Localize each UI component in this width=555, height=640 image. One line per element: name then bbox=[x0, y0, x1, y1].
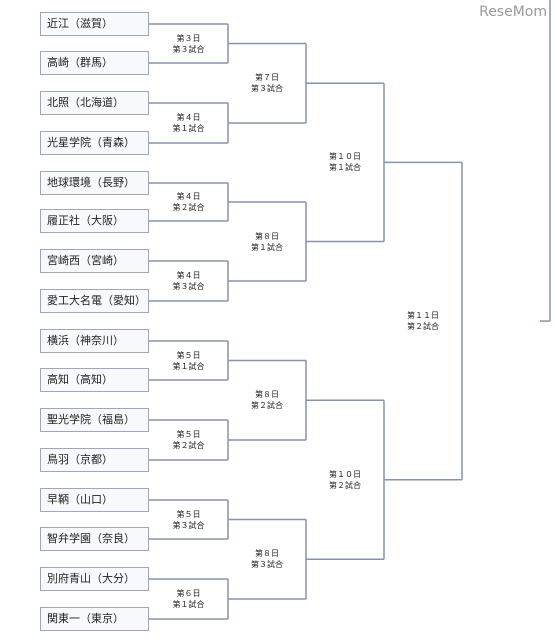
game-day: 第１０日 bbox=[329, 152, 361, 162]
team-box: 愛工大名電（愛知） bbox=[40, 289, 149, 313]
game-day: 第４日 bbox=[176, 192, 201, 201]
team-box: 光星学院（青森） bbox=[40, 131, 149, 155]
game-number: 第１試合 bbox=[329, 163, 361, 173]
game-label: 第４日第２試合 bbox=[161, 191, 217, 213]
game-day: 第４日 bbox=[176, 271, 201, 280]
game-day: 第８日 bbox=[255, 390, 279, 400]
game-number: 第２試合 bbox=[251, 401, 283, 411]
team-box: 鳥羽（京都） bbox=[40, 448, 149, 472]
game-number: 第３試合 bbox=[251, 560, 283, 570]
game-label: 第８日第３試合 bbox=[239, 548, 295, 570]
game-day: 第６日 bbox=[176, 589, 201, 598]
team-box: 宮崎西（宮崎） bbox=[40, 249, 149, 273]
team-box: 関東一（東京） bbox=[40, 607, 149, 631]
team-box: 横浜（神奈川） bbox=[40, 329, 149, 353]
game-number: 第１試合 bbox=[172, 124, 205, 133]
game-label: 第１０日第２試合 bbox=[317, 469, 373, 491]
game-day: 第５日 bbox=[176, 509, 201, 519]
game-label: 第４日第３試合 bbox=[161, 270, 217, 292]
game-day: 第８日 bbox=[255, 549, 279, 559]
game-label: 第１０日第１試合 bbox=[317, 151, 373, 173]
game-label: 第８日第１試合 bbox=[239, 231, 295, 253]
game-day: 第１１日 bbox=[407, 311, 439, 321]
game-day: 第７日 bbox=[255, 73, 279, 83]
team-box: 北照（北海道） bbox=[40, 91, 149, 115]
game-day: 第４日 bbox=[176, 113, 201, 122]
team-box: 地球環境（長野） bbox=[40, 171, 149, 195]
game-number: 第１試合 bbox=[251, 242, 283, 252]
resemom-logo: ReseMom bbox=[479, 4, 547, 20]
game-label: 第１１日第２試合 bbox=[395, 310, 451, 332]
game-number: 第１試合 bbox=[172, 361, 205, 371]
game-day: 第８日 bbox=[255, 231, 279, 241]
game-number: 第３試合 bbox=[251, 84, 283, 94]
game-label: 第５日第１試合 bbox=[161, 350, 217, 372]
team-box: 早鞆（山口） bbox=[40, 488, 149, 512]
game-number: 第１試合 bbox=[172, 600, 205, 609]
game-number: 第２試合 bbox=[407, 322, 439, 332]
game-number: 第２試合 bbox=[172, 441, 205, 450]
team-box: 近江（滋賀） bbox=[40, 12, 149, 36]
game-label: 第５日第３試合 bbox=[161, 509, 217, 531]
team-box: 履正社（大阪） bbox=[40, 209, 149, 233]
game-label: 第８日第２試合 bbox=[239, 389, 295, 411]
team-box: 高崎（群馬） bbox=[40, 51, 149, 75]
game-day: 第５日 bbox=[176, 350, 201, 360]
game-label: 第３日第３試合 bbox=[161, 33, 217, 55]
team-box: 聖光学院（福島） bbox=[40, 408, 149, 432]
game-day: 第１０日 bbox=[329, 469, 361, 479]
game-number: 第３試合 bbox=[172, 282, 205, 291]
game-number: 第２試合 bbox=[329, 480, 361, 490]
game-label: 第６日第１試合 bbox=[161, 588, 217, 610]
game-number: 第２試合 bbox=[172, 203, 205, 212]
game-number: 第３試合 bbox=[172, 520, 205, 530]
game-label: 第４日第１試合 bbox=[161, 112, 217, 134]
team-box: 別府青山（大分） bbox=[40, 567, 149, 591]
game-day: 第５日 bbox=[176, 430, 201, 439]
team-box: 高知（高知） bbox=[40, 368, 149, 392]
game-day: 第３日 bbox=[176, 33, 201, 43]
game-label: 第７日第３試合 bbox=[239, 72, 295, 94]
game-number: 第３試合 bbox=[172, 44, 205, 54]
team-box: 智弁学園（奈良） bbox=[40, 527, 149, 551]
game-label: 第５日第２試合 bbox=[161, 429, 217, 451]
